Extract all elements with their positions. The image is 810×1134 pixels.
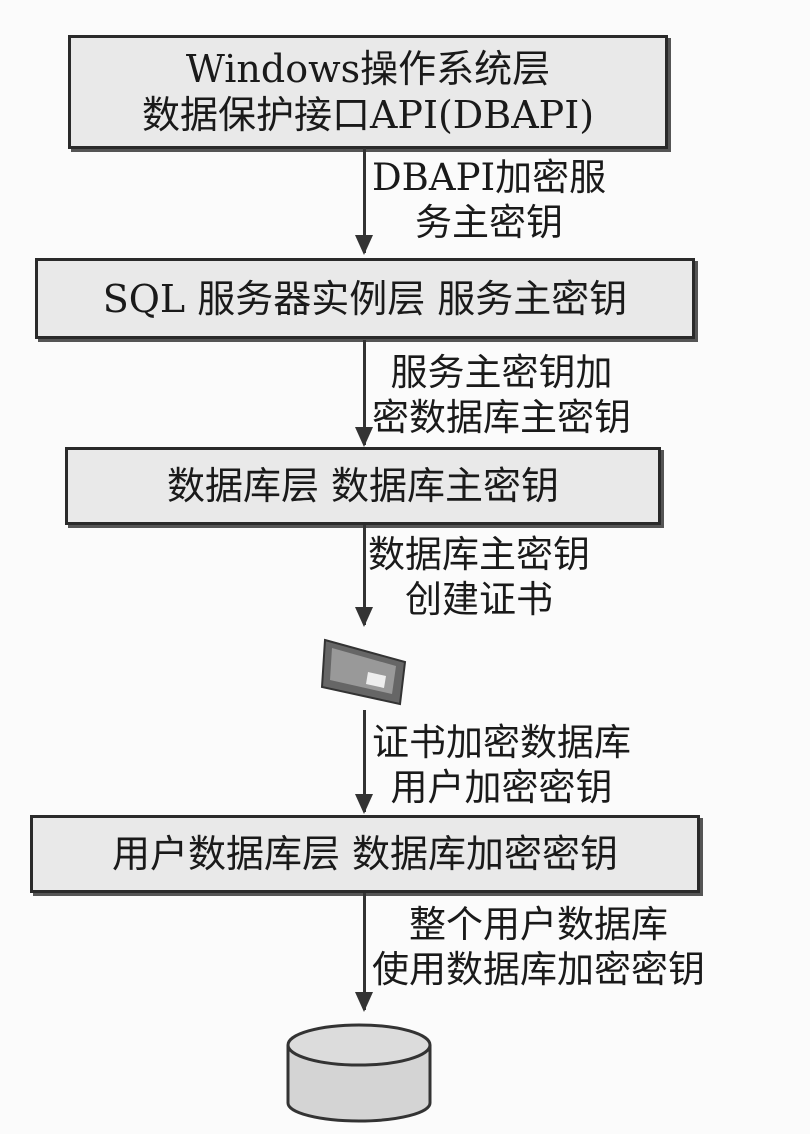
layer-text: 数据库层 数据库主密钥 [166, 464, 560, 508]
edge-label: DBAPI加密服务主密钥 [372, 156, 607, 244]
layer-text: SQL 服务器实例层 服务主密钥 [102, 276, 628, 321]
arrow [355, 710, 373, 814]
database-cylinder-icon [286, 1023, 432, 1123]
layer-text: 用户数据库层 数据库加密密钥 [111, 832, 619, 876]
arrow [355, 148, 373, 255]
database-layer: 数据库层 数据库主密钥 [65, 447, 661, 525]
arrow [355, 525, 373, 627]
arrow [355, 340, 373, 447]
edge-label: 整个用户数据库使用数据库加密密钥 [372, 903, 705, 991]
windows-dbapi-layer: Windows操作系统层 数据保护接口API(DBAPI) [68, 35, 668, 149]
certificate-icon [320, 638, 407, 706]
arrow [355, 893, 373, 1012]
user-database-layer: 用户数据库层 数据库加密密钥 [30, 815, 700, 893]
edge-label: 服务主密钥加密数据库主密钥 [372, 351, 631, 439]
edge-label: 数据库主密钥创建证书 [368, 533, 590, 621]
layer-text: Windows操作系统层 [185, 47, 551, 91]
edge-label: 证书加密数据库用户加密密钥 [372, 721, 631, 809]
sql-instance-layer: SQL 服务器实例层 服务主密钥 [35, 258, 695, 339]
layer-text: 数据保护接口API(DBAPI) [141, 93, 595, 137]
